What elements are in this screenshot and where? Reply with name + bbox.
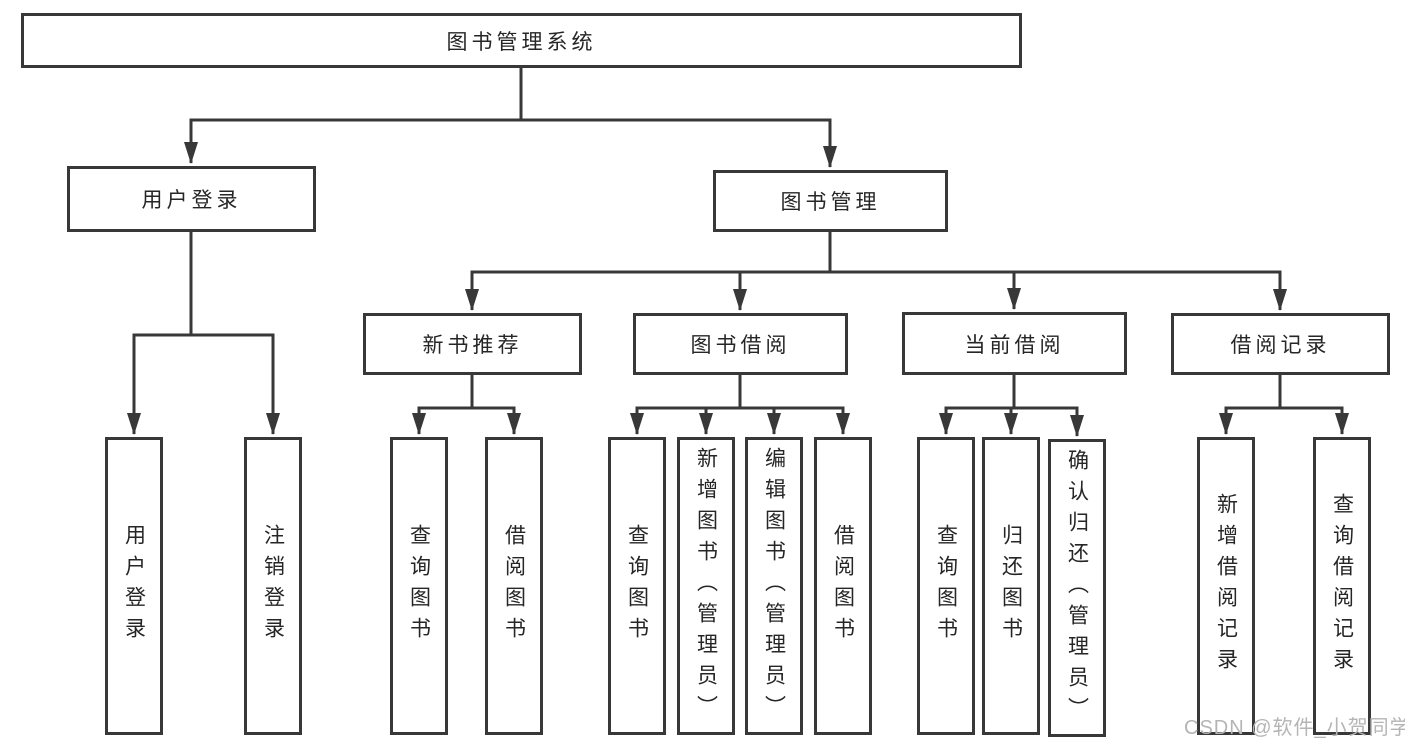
leaf-borrow-query-books: 查询图书	[608, 437, 666, 735]
leaf-user-login-label: 用户登录	[122, 524, 146, 648]
leaf-borrow-query-books-label: 查询图书	[625, 524, 649, 648]
leaf-recommend-query-books: 查询图书	[390, 437, 448, 735]
node-user-login: 用户登录	[67, 166, 316, 232]
leaf-recommend-borrow-books: 借阅图书	[485, 437, 543, 735]
leaf-borrow-borrow-books-label: 借阅图书	[831, 524, 855, 648]
leaf-add-borrow-record-label: 新增借阅记录	[1214, 493, 1238, 679]
leaf-confirm-return-admin-label: 确认归还（管理员）	[1065, 448, 1089, 728]
leaf-add-book-admin-label: 新增图书（管理员）	[694, 446, 718, 726]
leaf-borrow-borrow-books: 借阅图书	[814, 437, 872, 735]
leaf-edit-book-admin-label: 编辑图书（管理员）	[762, 446, 786, 726]
csdn-watermark: CSDN @软件_小贺同学	[1184, 717, 1405, 739]
leaf-recommend-borrow-books-label: 借阅图书	[502, 524, 526, 648]
leaf-current-query-books-label: 查询图书	[934, 524, 958, 648]
leaf-add-book-admin: 新增图书（管理员）	[677, 437, 735, 735]
leaf-recommend-query-books-label: 查询图书	[407, 524, 431, 648]
leaf-logout-label: 注销登录	[261, 524, 285, 648]
leaf-current-query-books: 查询图书	[917, 437, 975, 735]
leaf-edit-book-admin: 编辑图书（管理员）	[745, 437, 803, 735]
node-current-borrow-label: 当前借阅	[964, 333, 1065, 357]
node-borrow-records: 借阅记录	[1171, 313, 1390, 375]
leaf-logout: 注销登录	[244, 437, 302, 735]
leaf-query-borrow-record: 查询借阅记录	[1313, 437, 1371, 735]
node-book-borrow-label: 图书借阅	[690, 334, 791, 357]
leaf-add-borrow-record: 新增借阅记录	[1197, 437, 1255, 735]
node-new-book-recommend: 新书推荐	[363, 313, 582, 375]
leaf-return-book: 归还图书	[982, 437, 1040, 735]
node-borrow-records-label: 借阅记录	[1230, 334, 1331, 357]
leaf-return-book-label: 归还图书	[999, 524, 1023, 648]
leaf-user-login: 用户登录	[105, 437, 163, 735]
node-current-borrow: 当前借阅	[902, 312, 1127, 375]
node-book-borrow: 图书借阅	[633, 313, 848, 375]
leaf-confirm-return-admin: 确认归还（管理员）	[1048, 439, 1106, 737]
node-new-book-recommend-label: 新书推荐	[422, 334, 523, 357]
node-user-login-label: 用户登录	[141, 189, 242, 212]
node-book-management-label: 图书管理	[780, 191, 881, 214]
node-root-system: 图书管理系统	[21, 13, 1022, 68]
leaf-query-borrow-record-label: 查询借阅记录	[1330, 493, 1354, 679]
node-root-system-label: 图书管理系统	[446, 30, 597, 54]
node-book-management: 图书管理	[713, 170, 948, 232]
